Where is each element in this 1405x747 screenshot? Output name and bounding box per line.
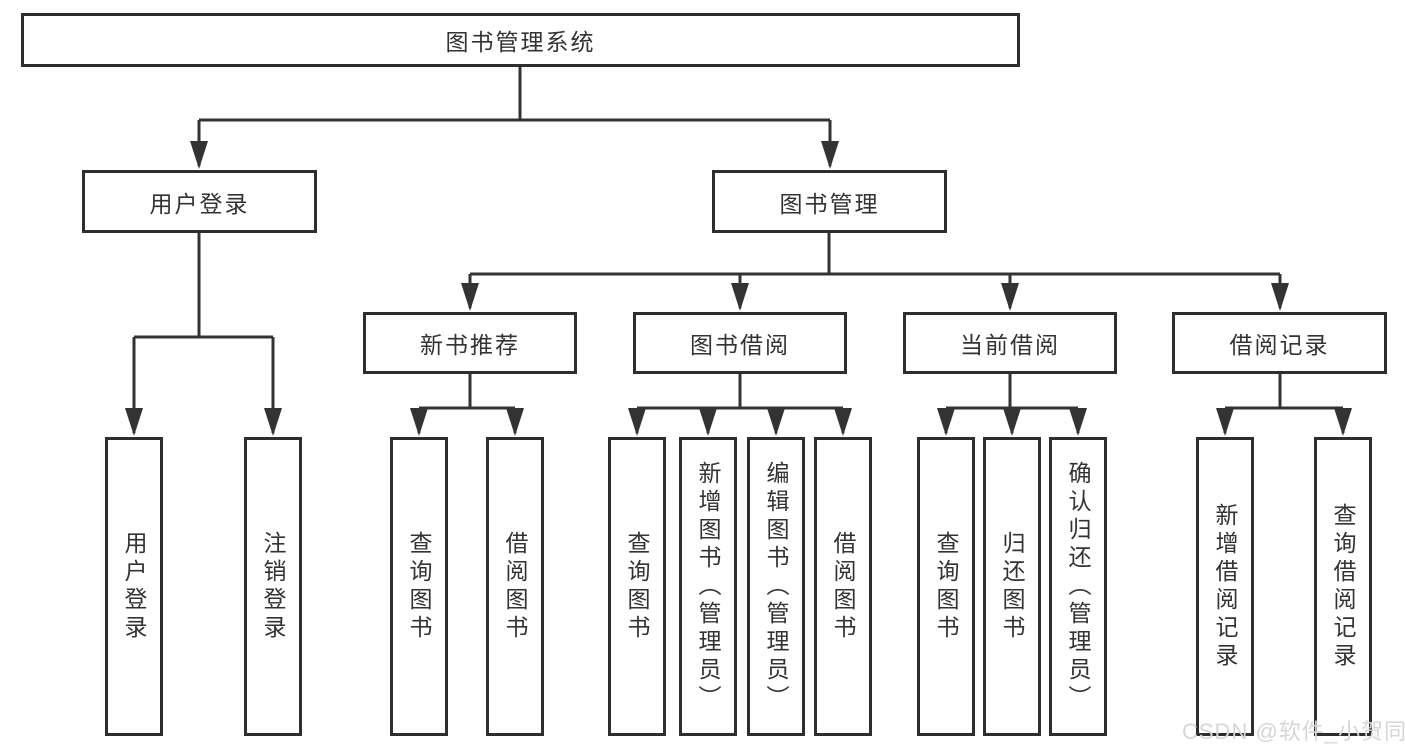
node-label: 查询图书 (406, 530, 432, 643)
node-label: 用户登录 (121, 530, 147, 643)
node-label: 新增借阅记录 (1212, 502, 1238, 671)
node-label: 图书管理 (779, 190, 880, 217)
leaf-query-books: 查询图书 (608, 437, 666, 736)
node-user-login: 用户登录 (82, 170, 317, 233)
node-book-management: 图书管理 (712, 170, 947, 233)
node-label: 注销登录 (260, 530, 286, 643)
node-label: 借阅记录 (1229, 332, 1330, 358)
node-label: 查询图书 (624, 530, 650, 643)
csdn-watermark: CSDN @软件_小贺同学 (1182, 719, 1405, 744)
node-label: 新增图书（管理员） (695, 460, 721, 713)
node-label: 图书借阅 (690, 332, 790, 358)
node-label: 当前借阅 (960, 332, 1060, 358)
node-label: 借阅图书 (830, 530, 856, 643)
node-label: 借阅图书 (502, 530, 528, 643)
leaf-logout: 注销登录 (244, 437, 302, 736)
leaf-add-borrow-record: 新增借阅记录 (1196, 437, 1254, 736)
node-book-borrow: 图书借阅 (633, 312, 847, 374)
leaf-query-books: 查询图书 (390, 437, 448, 736)
arrowheads (125, 141, 1352, 436)
node-label: 查询图书 (933, 530, 959, 643)
node-current-borrow: 当前借阅 (903, 312, 1117, 374)
node-root-system: 图书管理系统 (21, 13, 1020, 67)
node-borrow-records: 借阅记录 (1172, 312, 1387, 374)
node-label: 编辑图书（管理员） (763, 460, 789, 713)
leaf-edit-book-admin: 编辑图书（管理员） (747, 437, 805, 736)
leaf-borrow-books: 借阅图书 (814, 437, 872, 736)
leaf-confirm-return-admin: 确认归还（管理员） (1049, 437, 1107, 736)
leaf-user-login: 用户登录 (105, 437, 163, 736)
leaf-borrow-books: 借阅图书 (486, 437, 544, 736)
node-label: 确认归还（管理员） (1065, 460, 1091, 713)
node-label: 查询借阅记录 (1330, 502, 1356, 671)
node-label: 图书管理系统 (445, 29, 596, 55)
node-label: 归还图书 (999, 530, 1025, 643)
leaf-add-book-admin: 新增图书（管理员） (679, 437, 737, 736)
leaf-query-books: 查询图书 (917, 437, 975, 736)
leaf-return-books: 归还图书 (983, 437, 1041, 736)
node-label: 新书推荐 (420, 332, 520, 358)
node-new-book-recommend: 新书推荐 (363, 312, 577, 374)
leaf-query-borrow-record: 查询借阅记录 (1314, 437, 1372, 736)
node-label: 用户登录 (149, 190, 250, 217)
